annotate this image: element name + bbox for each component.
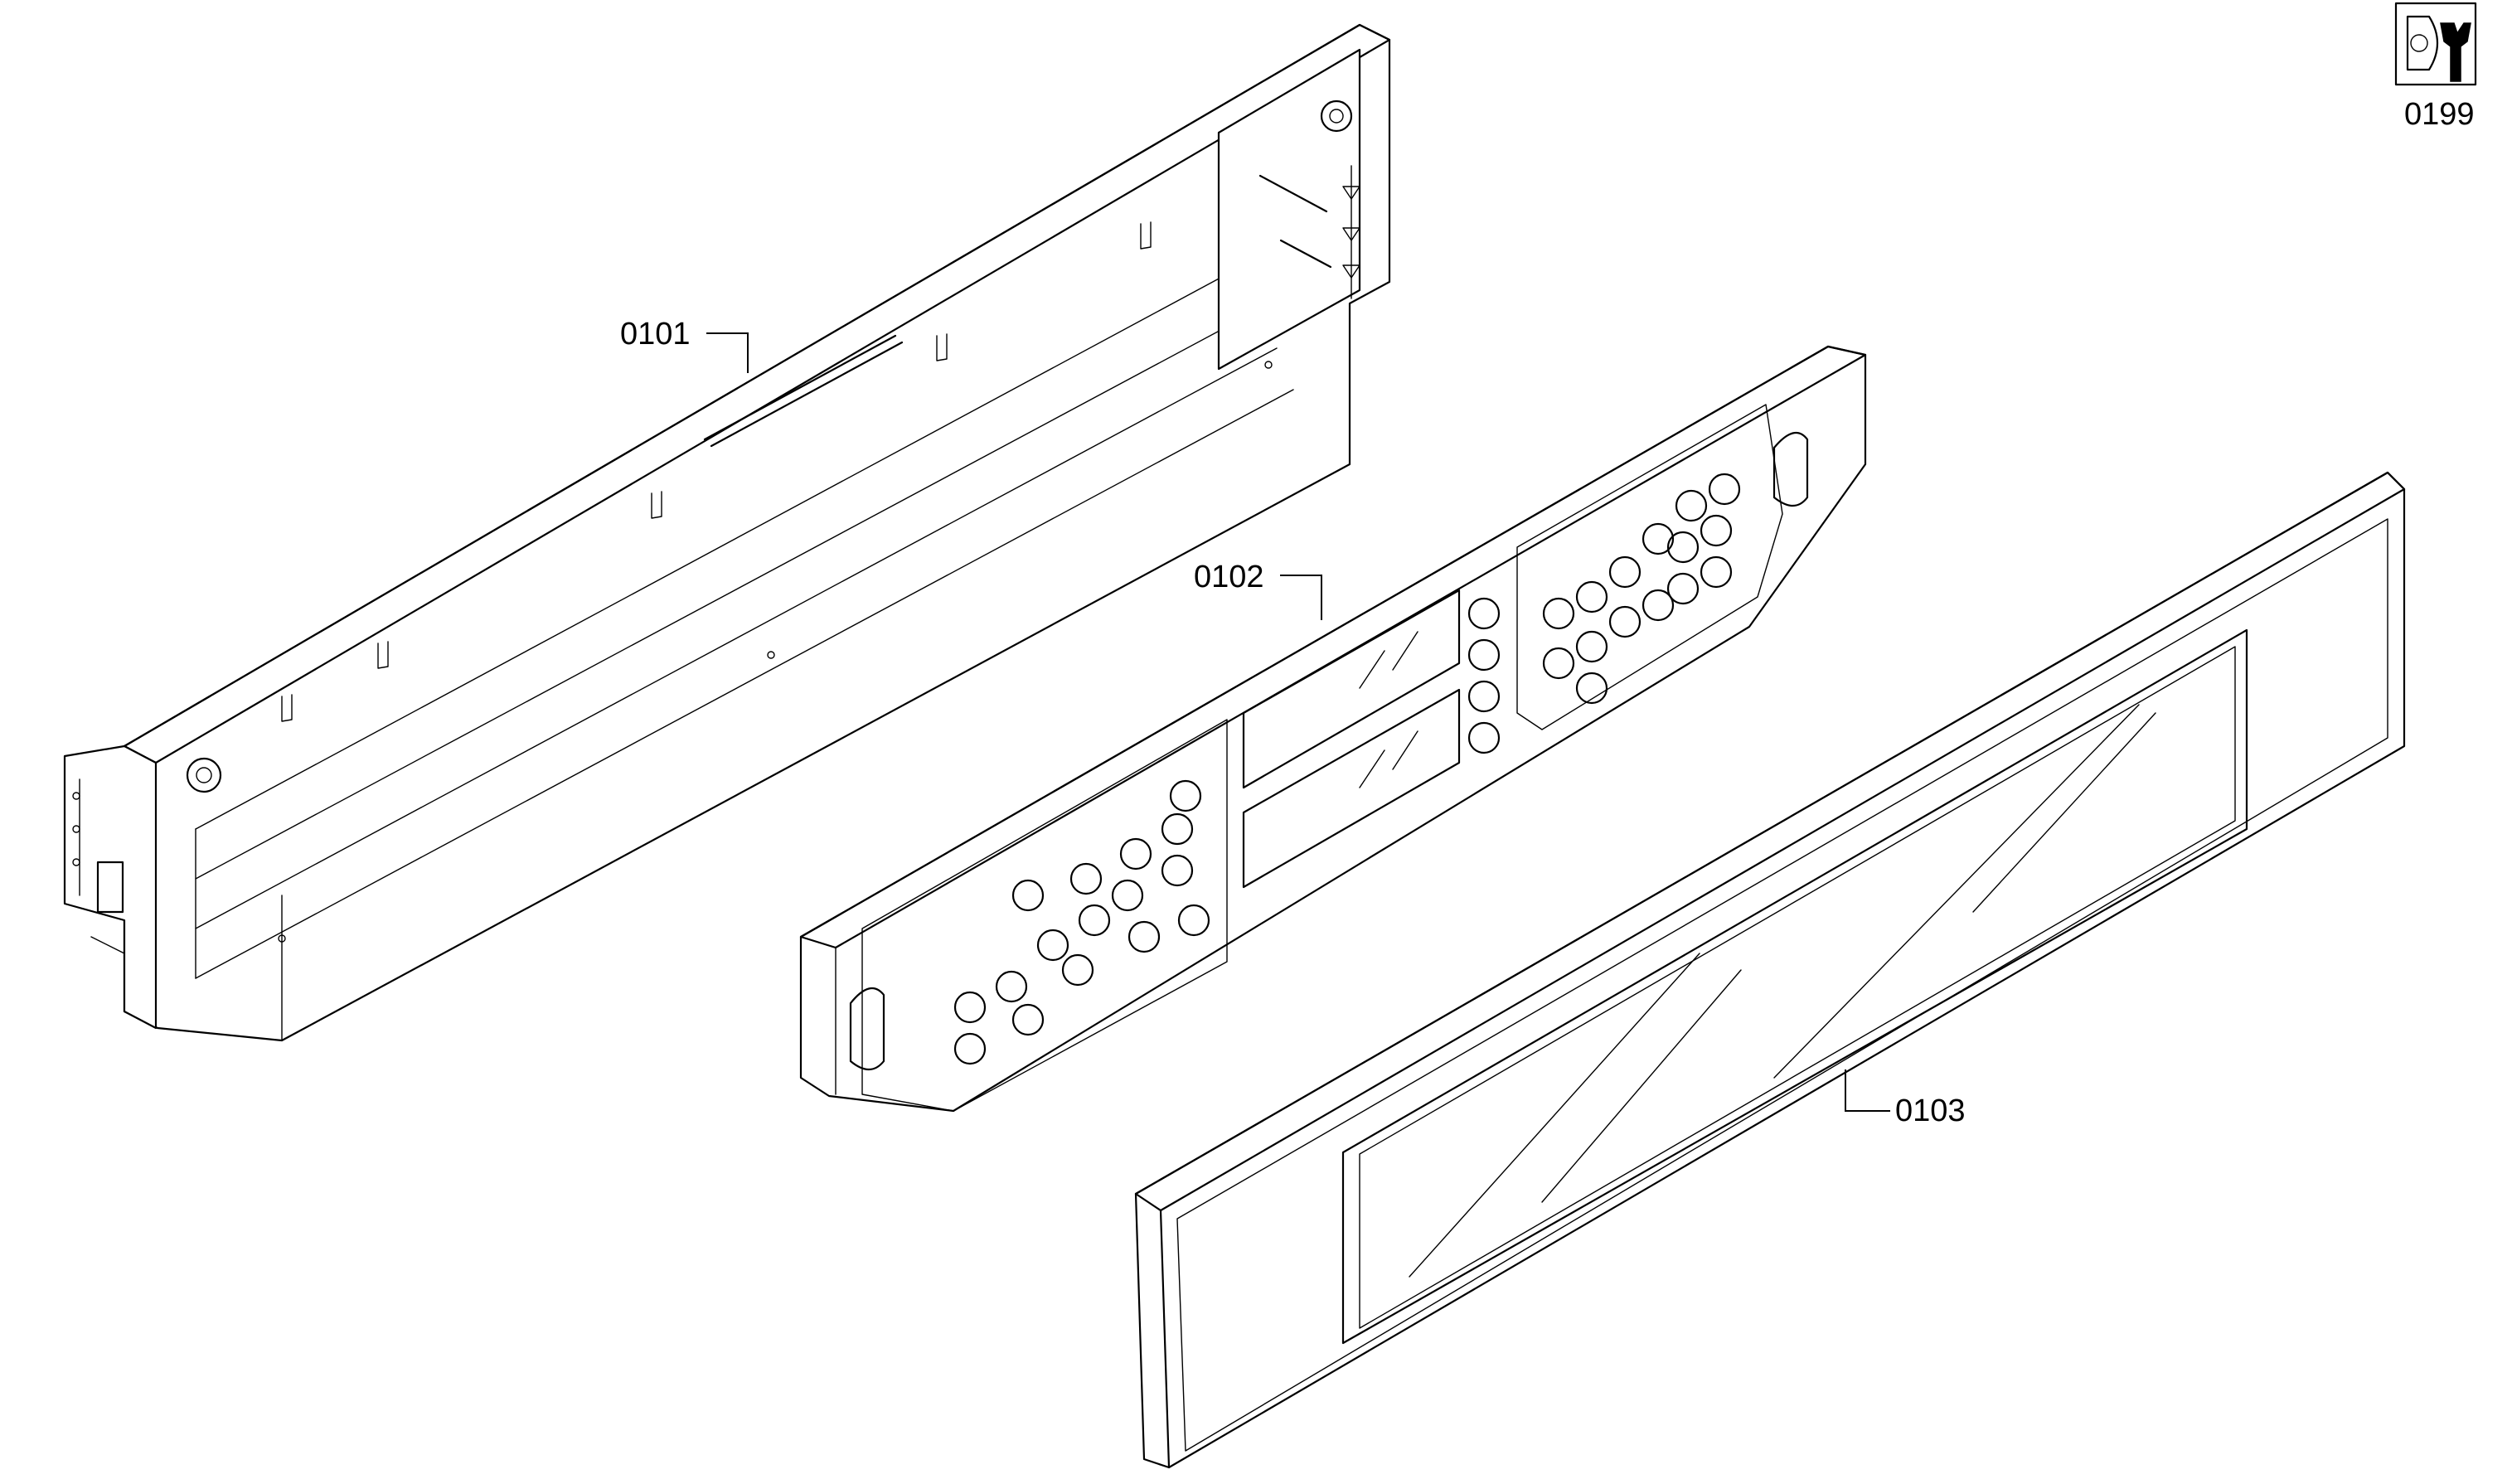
callout-label-0102: 0102: [1194, 560, 1264, 594]
callout-0103: 0103: [1845, 1069, 1966, 1128]
part-0101-frame[interactable]: [63, 23, 1391, 1042]
service-icon-label: 0199: [2404, 97, 2475, 132]
callout-label-0103: 0103: [1895, 1094, 1966, 1128]
callout-0102: 0102: [1194, 560, 1322, 620]
wrench-tool-icon: [2394, 2, 2477, 86]
part-0103-front-panel[interactable]: [1134, 471, 2406, 1469]
callout-label-0101: 0101: [620, 317, 691, 352]
part-0102-control-module[interactable]: [799, 345, 1867, 1113]
callout-0101: 0101: [620, 317, 749, 373]
